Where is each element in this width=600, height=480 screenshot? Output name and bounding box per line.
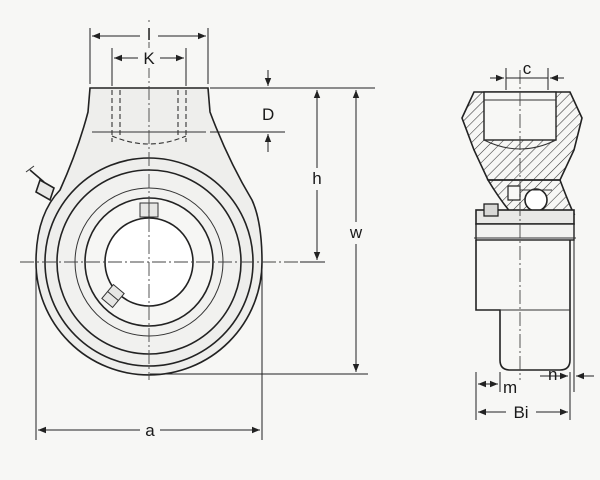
dim-c-label: c [523,59,532,78]
hidden-bore-bottom [111,135,187,145]
dim-l-label: l [147,25,151,44]
dim-d-label: D [262,105,274,124]
grease-channel [507,185,521,201]
shaft-collar [475,223,575,241]
set-screw-side [101,283,125,309]
dim-a-label: a [145,421,155,440]
dim-h-label: h [312,169,321,188]
bearing-ball [524,188,548,212]
front-view [20,20,300,380]
dim-n-label: n [548,365,557,384]
grease-nipple [25,165,55,202]
dim-k-label: K [143,49,155,68]
lower-extension [475,240,571,371]
side-dimensions: c m n Bi [475,59,594,422]
dim-w-label: w [349,223,363,242]
front-dimensions: l K D h w a [35,22,375,440]
dim-bi-label: Bi [513,403,528,422]
dim-m-label: m [503,378,517,397]
side-section-view [461,70,583,380]
set-screw [483,203,499,217]
